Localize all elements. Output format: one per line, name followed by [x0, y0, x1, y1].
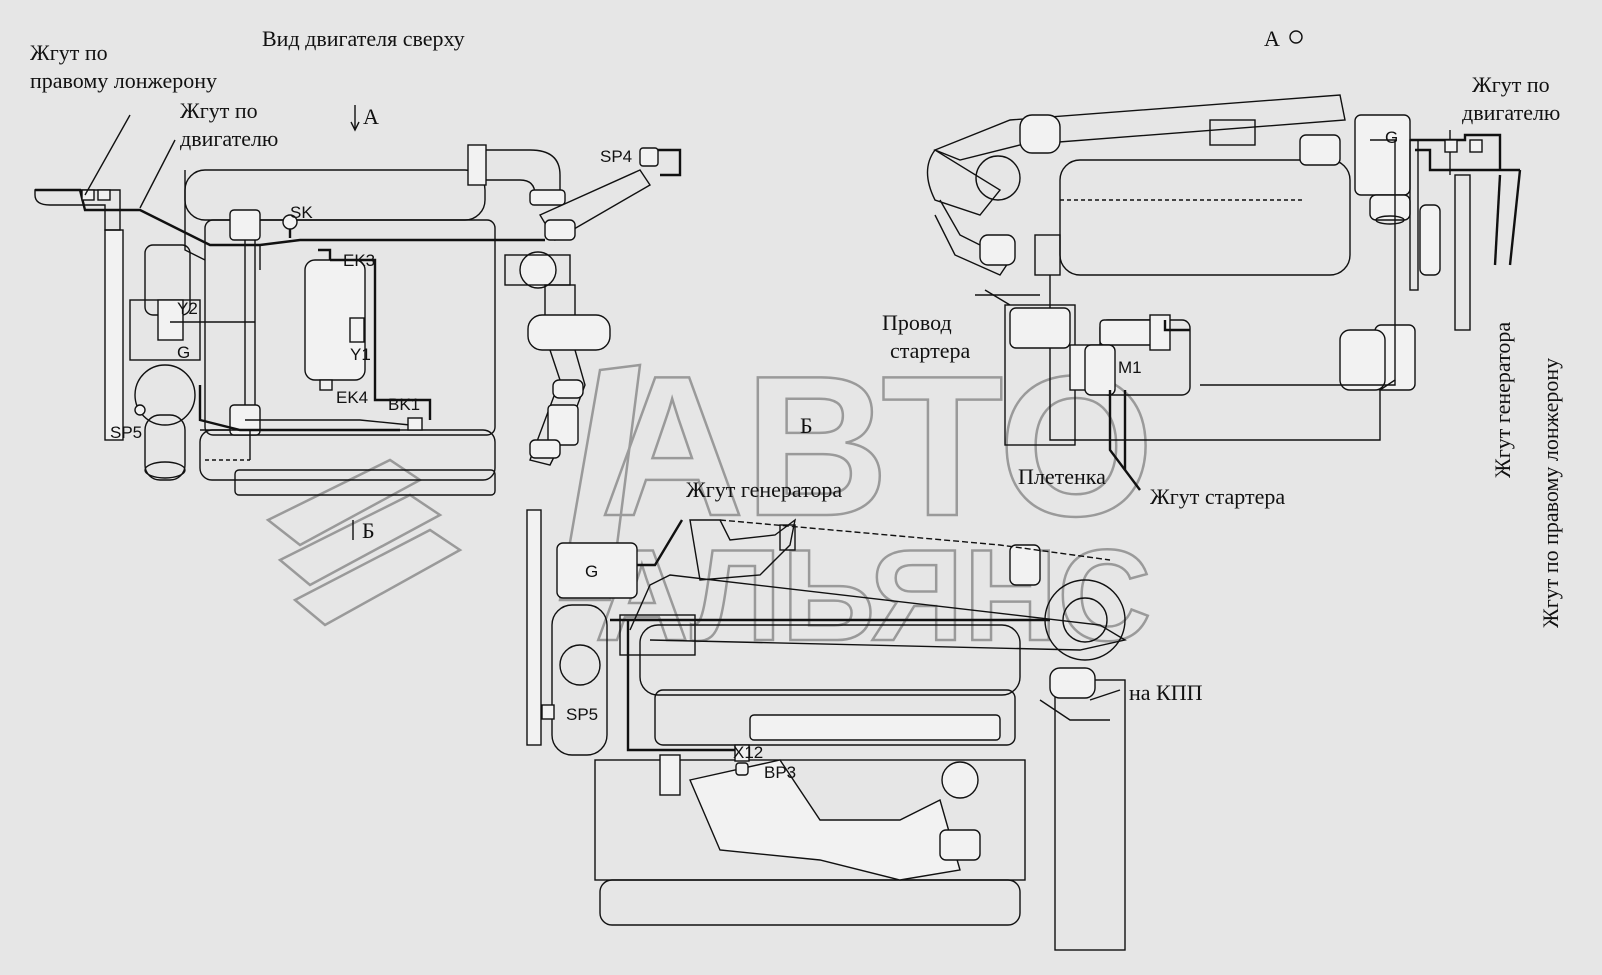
code-bk1: BK1 [388, 395, 420, 414]
code-g-view-b: G [585, 562, 598, 581]
code-sp5-view-b: SP5 [566, 705, 598, 724]
code-ek3: EK3 [343, 251, 375, 270]
arrow-b-label: Б [362, 518, 375, 543]
to-gearbox-label: на КПП [1129, 680, 1203, 705]
code-sk: SK [290, 203, 313, 222]
code-g-top: G [177, 343, 190, 362]
generator-harness-vertical-label: Жгут генератора [1490, 322, 1515, 478]
code-x12: X12 [733, 743, 763, 762]
top-view-labels: Вид двигателя сверху А Б Жгут по правому… [30, 26, 632, 543]
code-sp5-top: SP5 [110, 423, 142, 442]
harness-engine-label-1: Жгут по [180, 98, 258, 123]
code-m1: M1 [1118, 358, 1142, 377]
view-b-labels: Б Жгут генератора G SP5 X12 BP3 на КПП [566, 413, 1203, 782]
arrow-a-label: А [363, 104, 379, 129]
code-ek4: EK4 [336, 388, 368, 407]
harness-right-rail-label-1: Жгут по [30, 40, 108, 65]
view-b-generator-harness-label: Жгут генератора [686, 477, 842, 502]
view-a-labels: А G M1 Жгут по двигателю Провод стартера… [882, 26, 1563, 628]
top-view-title: Вид двигателя сверху [262, 26, 465, 51]
code-bp3: BP3 [764, 763, 796, 782]
harness-right-rail-label-2: правому лонжерону [30, 68, 217, 93]
braid-label: Плетенка [1018, 464, 1106, 489]
starter-wire-label-2: стартера [890, 338, 971, 363]
view-a-title: А [1264, 26, 1280, 51]
view-a-harness-engine-label-1: Жгут по [1472, 72, 1550, 97]
right-rail-harness-vertical-label: Жгут по правому лонжерону [1538, 358, 1563, 628]
code-y2: Y2 [177, 299, 198, 318]
code-sp4: SP4 [600, 147, 632, 166]
top-view-engine [34, 105, 682, 540]
code-g-view-a: G [1385, 128, 1398, 147]
watermark-line2: АЛЬЯНС [595, 522, 1151, 668]
view-b-title: Б [800, 413, 813, 438]
starter-harness-label: Жгут стартера [1150, 484, 1285, 509]
view-b-engine [526, 509, 1127, 951]
starter-wire-label-1: Провод [882, 310, 952, 335]
view-a-harness-engine-label-2: двигателю [1462, 100, 1560, 125]
code-y1: Y1 [350, 345, 371, 364]
view-a-engine [926, 30, 1522, 491]
harness-engine-label-2: двигателю [180, 126, 278, 151]
watermark-line1: АВТО [600, 335, 1154, 558]
